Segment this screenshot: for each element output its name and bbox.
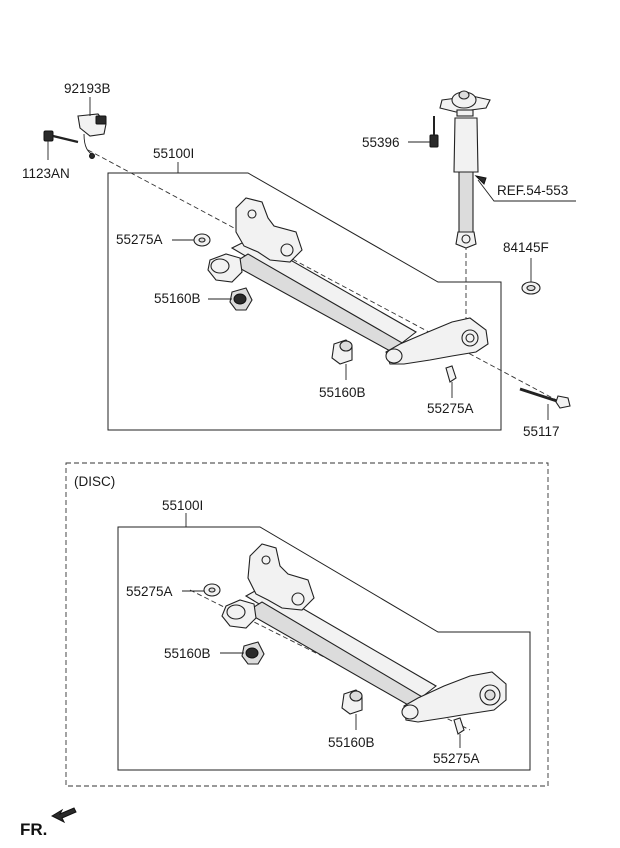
top-assembly: 92193B 1123AN 55100I 55275A 55160B 55160… xyxy=(22,81,576,439)
bushing-55160b-top-right xyxy=(331,339,353,365)
washer-55275a-top-right xyxy=(445,365,457,383)
disc-variant-frame xyxy=(65,462,549,787)
torsion-beam-axle-top xyxy=(207,197,489,365)
washer-84145f xyxy=(521,281,541,295)
label-ref-54-553: REF.54-553 xyxy=(497,183,568,198)
bolt-1123an xyxy=(43,130,79,144)
washer-55275a-top-left xyxy=(193,233,211,247)
label-55275a-bottom-right: 55275A xyxy=(433,751,480,766)
label-55160b-top-left: 55160B xyxy=(154,291,201,306)
disc-assembly: (DISC) xyxy=(65,462,549,787)
bolt-55396 xyxy=(429,116,439,148)
shock-absorber xyxy=(439,90,491,249)
leader-ref xyxy=(477,179,576,202)
washer-55275a-bottom-left xyxy=(203,583,221,597)
label-fr: FR. xyxy=(20,820,47,839)
assembly-frame-top xyxy=(107,172,502,431)
label-92193b: 92193B xyxy=(64,81,111,96)
bushing-55160b-bottom-right xyxy=(341,689,363,715)
abs-sensor-92193b xyxy=(77,113,107,159)
label-55275a-top-left: 55275A xyxy=(116,232,163,247)
label-55117: 55117 xyxy=(523,424,560,439)
bushing-55160b-bottom-left xyxy=(241,641,265,665)
label-1123an: 1123AN xyxy=(22,166,70,181)
bolt-55117 xyxy=(519,387,571,409)
bushing-55160b-top-left xyxy=(229,287,253,311)
label-55396: 55396 xyxy=(362,135,400,150)
label-55100i-bottom: 55100I xyxy=(162,498,203,513)
label-55275a-bottom-left: 55275A xyxy=(126,584,173,599)
torsion-beam-axle-bottom xyxy=(221,543,507,723)
front-direction-indicator: FR. xyxy=(20,807,77,839)
label-55160b-bottom-right: 55160B xyxy=(328,735,375,750)
label-55100i-top: 55100I xyxy=(153,146,194,161)
label-55160b-top-right: 55160B xyxy=(319,385,366,400)
centerline-bolt-axis xyxy=(87,149,561,403)
washer-55275a-bottom-right xyxy=(453,717,465,735)
label-55160b-bottom-left: 55160B xyxy=(164,646,211,661)
assembly-frame-bottom xyxy=(117,526,531,771)
label-disc: (DISC) xyxy=(74,474,115,489)
label-84145f: 84145F xyxy=(503,240,549,255)
label-55275a-top-right: 55275A xyxy=(427,401,474,416)
ref-arrow-head xyxy=(474,175,487,185)
front-arrow-icon xyxy=(50,807,77,824)
